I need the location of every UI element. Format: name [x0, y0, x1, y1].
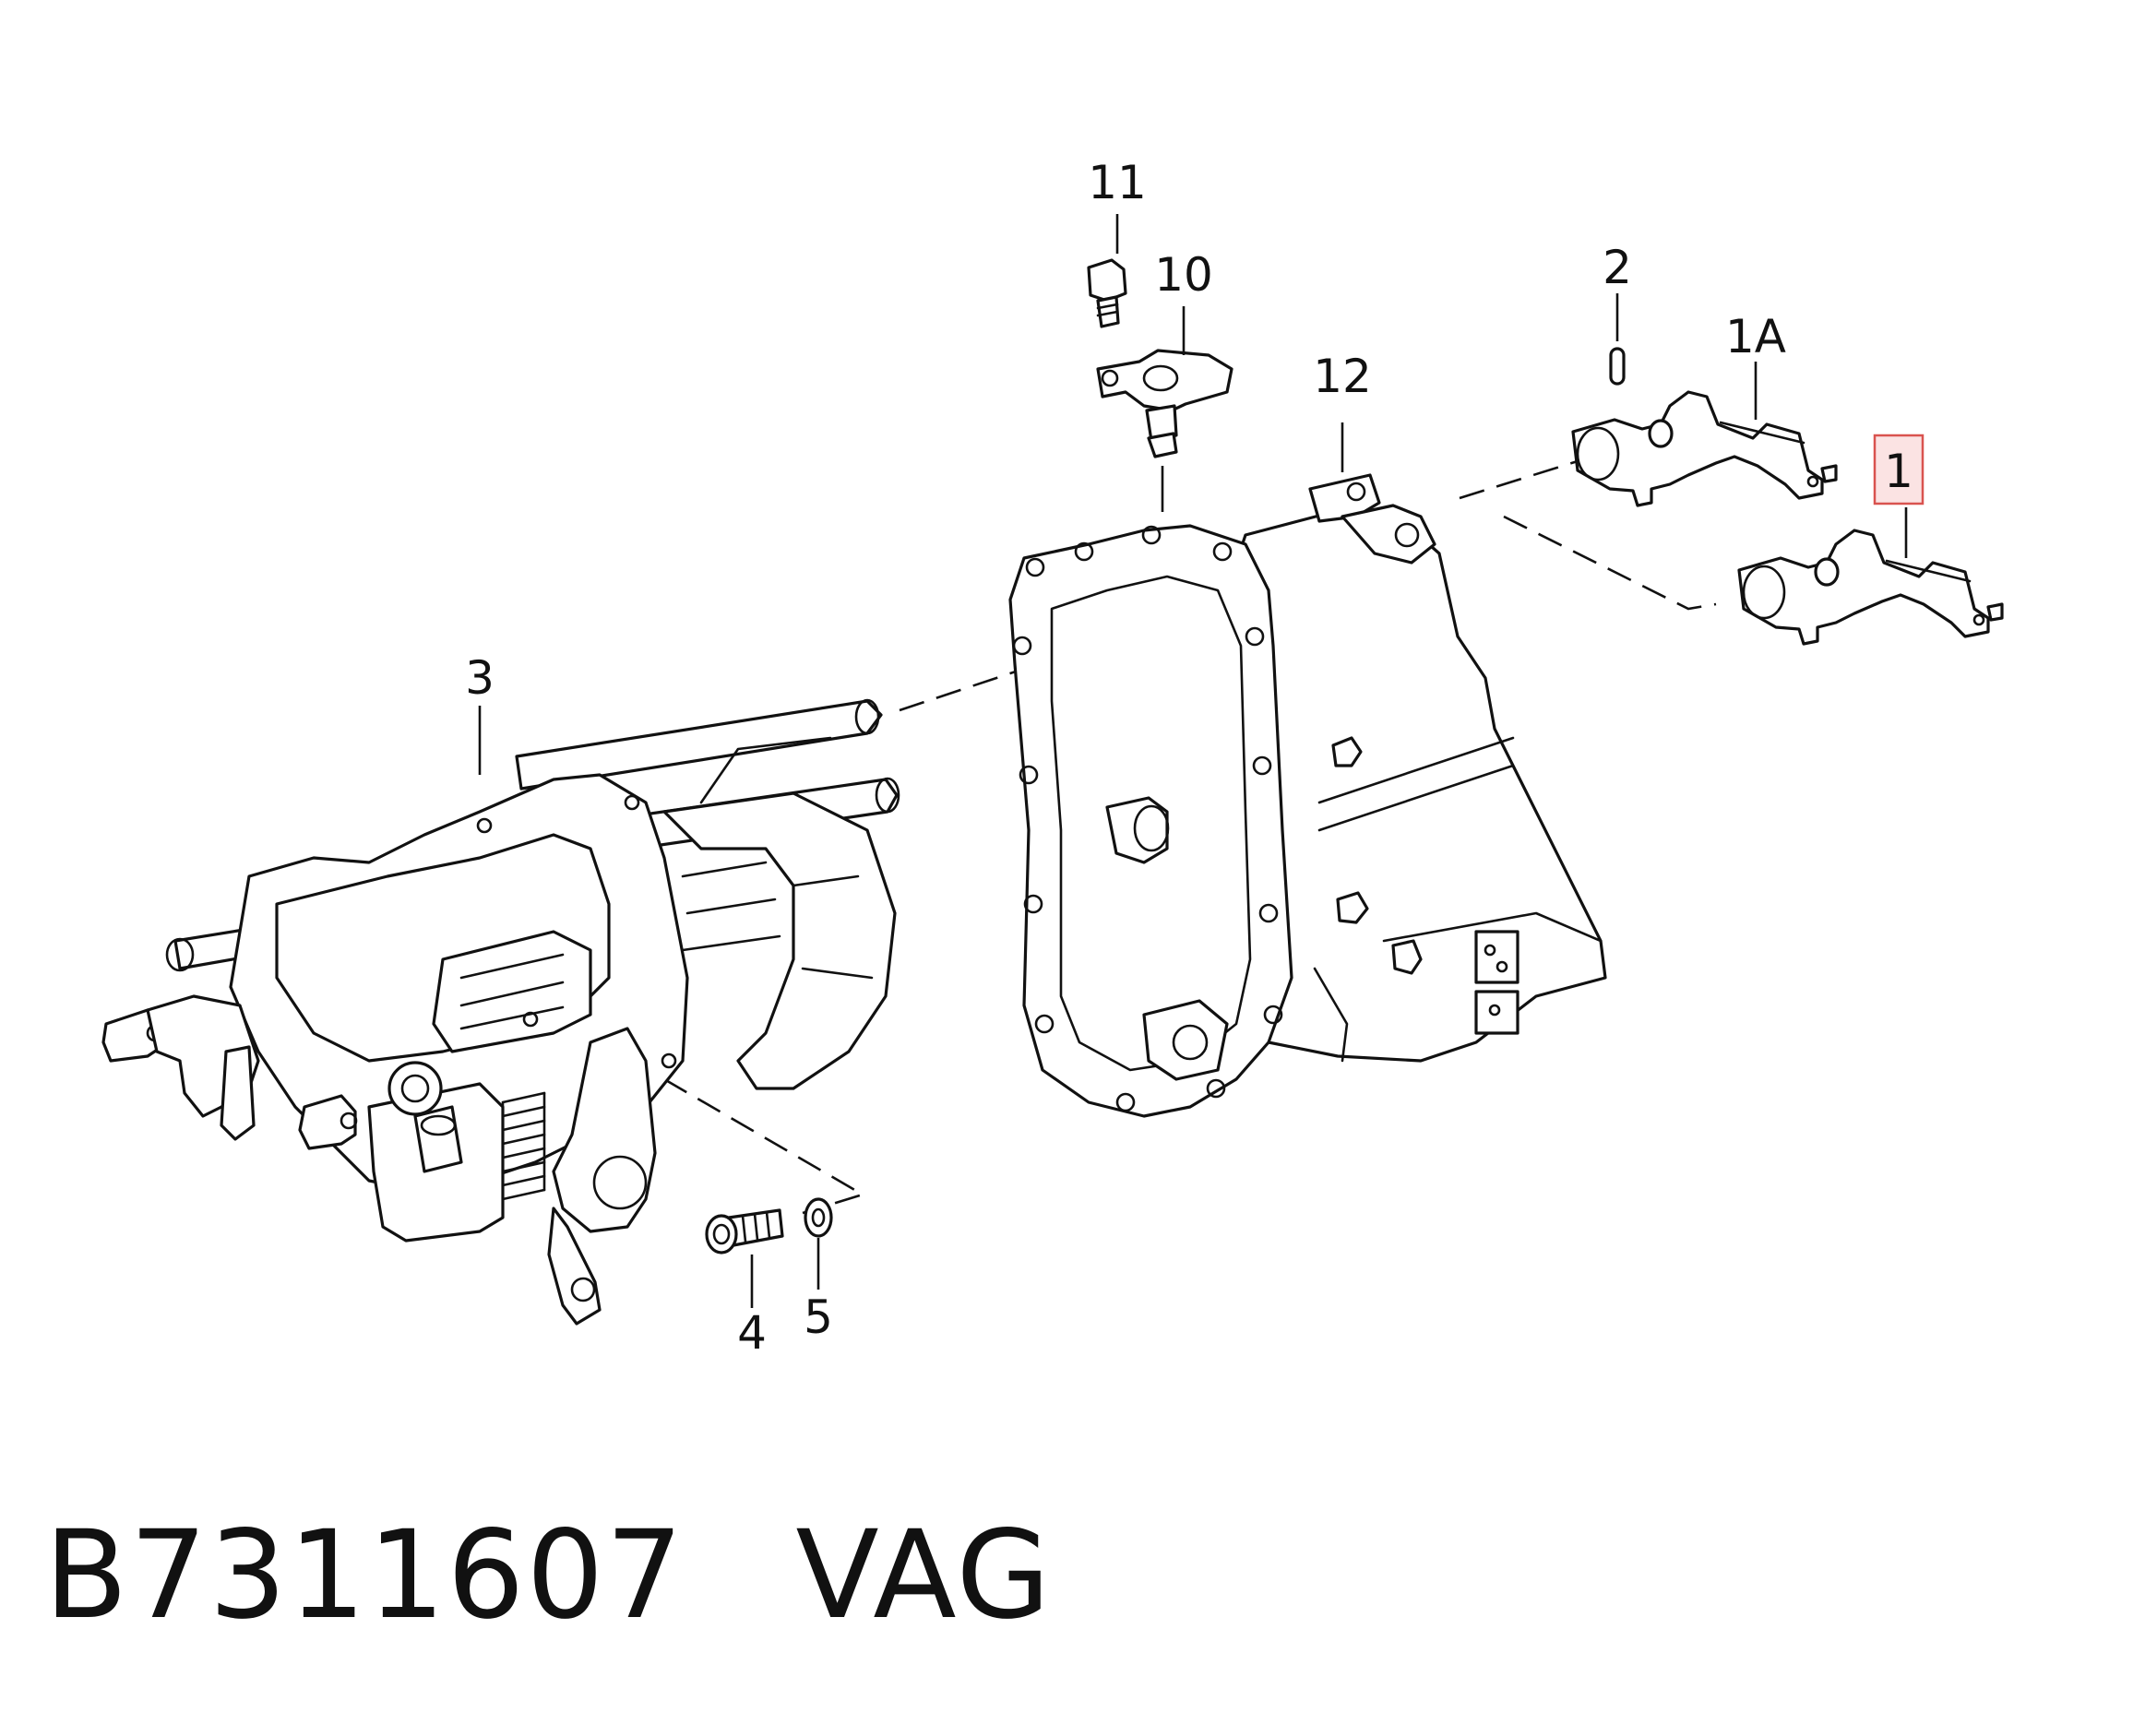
callout-3: 3	[465, 651, 495, 705]
part-3-selector-mechanism	[101, 698, 900, 1326]
part-number: B7311607	[44, 1504, 685, 1647]
part-2-pin	[1609, 347, 1626, 386]
callout-1-highlight-box	[1873, 434, 1925, 505]
part-1A-shift-lever	[1571, 390, 1838, 507]
part-10-sensor	[1096, 349, 1233, 458]
callout-1A: 1A	[1725, 310, 1786, 363]
brand-name: VAG	[795, 1504, 1053, 1647]
leader-lines	[478, 214, 1908, 1308]
callout-11: 11	[1088, 156, 1147, 209]
callout-12: 12	[1313, 350, 1372, 403]
part-11-bolt	[1087, 258, 1127, 328]
part-12-gearbox-housing	[1008, 473, 1607, 1118]
callout-5: 5	[804, 1290, 833, 1344]
callout-labels: 1 1A 2 3 4 5 10 11 12	[465, 156, 1925, 1360]
part-5-washer	[804, 1197, 833, 1238]
callout-1: 1	[1884, 445, 1913, 498]
part-1-shift-lever	[1737, 529, 2004, 646]
callout-4: 4	[737, 1306, 767, 1360]
part-4-bolt	[705, 1208, 784, 1254]
callout-10: 10	[1154, 248, 1213, 302]
callout-2: 2	[1603, 241, 1632, 294]
